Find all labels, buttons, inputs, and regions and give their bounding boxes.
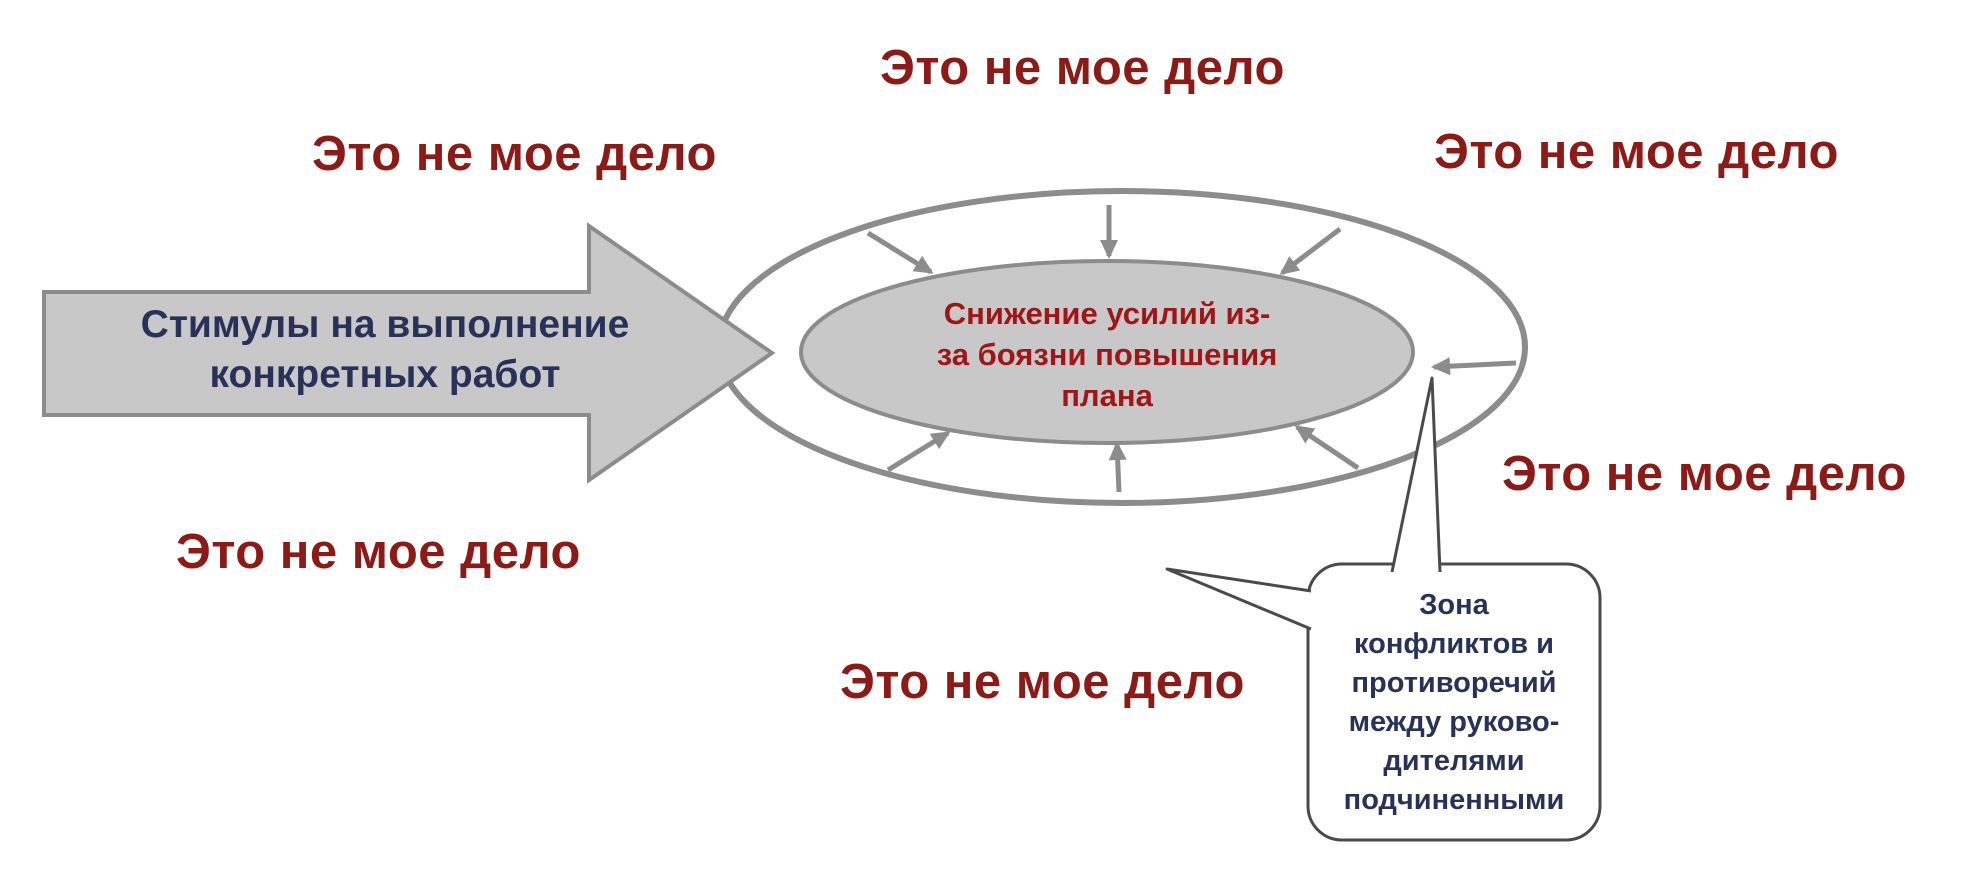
callout-label-line-4: между руково- — [1348, 706, 1560, 738]
big-arrow-shape — [42, 222, 776, 484]
arrow-label-line-2: конкретных работ — [209, 353, 561, 396]
label-not-my-business-lower-left: Это не мое дело — [176, 525, 581, 579]
inward-arrow-bottom — [1108, 441, 1127, 493]
callout-bubble — [1306, 562, 1602, 842]
arrow-label-line-1: Стимулы на выполнение — [140, 303, 630, 346]
callout-label-line-3: противоречий — [1351, 667, 1557, 699]
center-label-line-2: за боязни повышения — [936, 337, 1278, 372]
label-not-my-business-bottom-center: Это не мое дело — [840, 655, 1245, 709]
inward-arrow-bottom-right — [1294, 424, 1360, 471]
callout-label: Зона конфликтов и противоречий между рук… — [1312, 586, 1596, 820]
callout-tail-left — [1165, 567, 1312, 631]
callout-label-line-6: подчиненными — [1343, 784, 1565, 816]
callout-label-line-2: конфликтов и — [1353, 628, 1555, 660]
arrow-label: Стимулы на выполнение конкретных работ — [60, 300, 710, 400]
inner-ellipse — [799, 259, 1415, 445]
inward-arrow-top-left — [866, 230, 934, 275]
label-not-my-business-top-center: Это не мое дело — [880, 41, 1285, 95]
center-label-line-1: Снижение усилий из- — [943, 296, 1271, 331]
callout-label-line-5: дителями — [1383, 745, 1525, 777]
center-label-line-3: плана — [1061, 378, 1153, 413]
center-ellipse-label: Снижение усилий из- за боязни повышения … — [847, 293, 1367, 416]
inward-arrow-top-right — [1279, 227, 1342, 275]
label-not-my-business-upper-left: Это не мое дело — [312, 127, 717, 181]
label-not-my-business-right: Это не мое дело — [1502, 447, 1907, 501]
label-not-my-business-upper-right: Это не мое дело — [1434, 125, 1839, 179]
callout-label-line-1: Зона — [1419, 589, 1489, 621]
inward-arrow-bottom-left — [886, 430, 951, 473]
inward-arrow-right — [1431, 357, 1517, 376]
callout-tail-to-ellipse — [1390, 376, 1442, 573]
